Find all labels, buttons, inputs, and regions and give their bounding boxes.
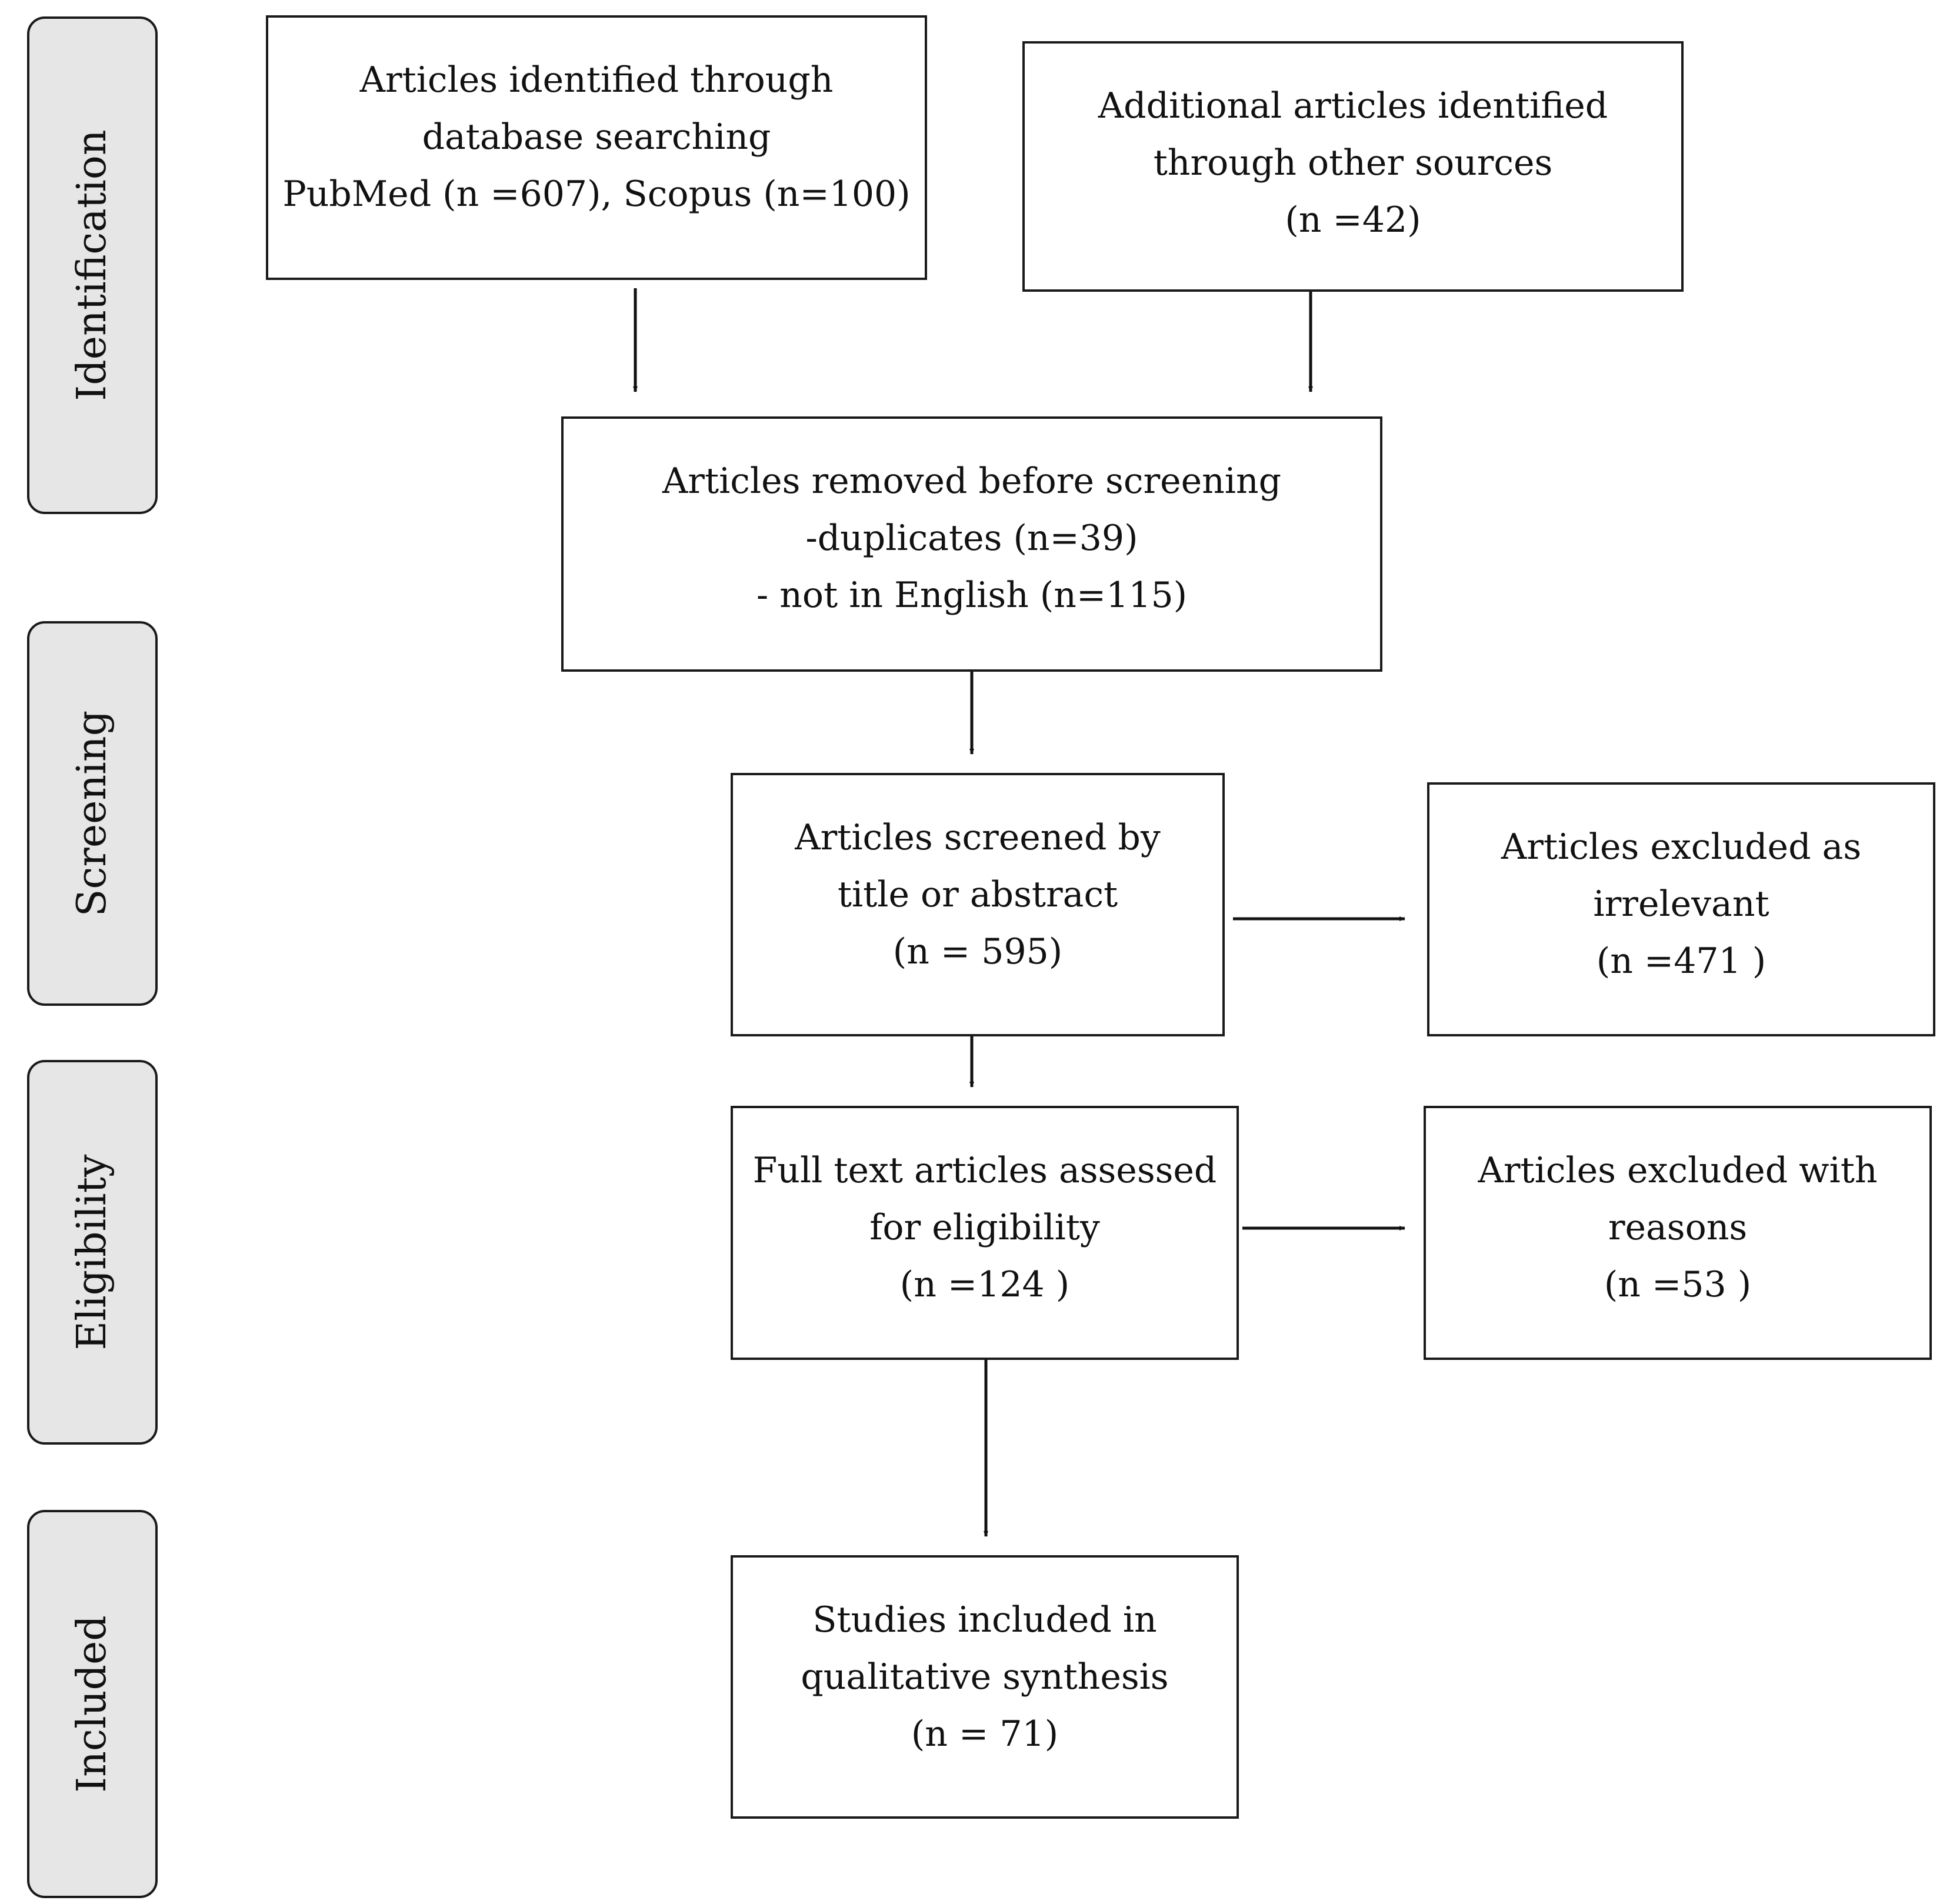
box-removed-before-screening: Articles removed before screening -dupli… — [561, 416, 1382, 672]
box-other-sources-line-1: Additional articles identified — [1098, 85, 1608, 126]
phase-screening: Screening — [27, 621, 158, 1006]
phase-included: Included — [27, 1510, 158, 1898]
box-excluded-reasons-line-3: (n =53 ) — [1604, 1264, 1752, 1305]
box-studies-included: Studies included in qualitative synthesi… — [731, 1555, 1239, 1819]
box-full-text-line-3: (n =124 ) — [899, 1264, 1070, 1305]
box-screened-line-2: title or abstract — [837, 874, 1118, 915]
box-removed-line-1: Articles removed before screening — [662, 461, 1282, 502]
box-other-sources-line-3: (n =42) — [1285, 199, 1421, 241]
box-other-sources: Additional articles identified through o… — [1022, 41, 1684, 292]
box-excluded-reasons-line-2: reasons — [1608, 1207, 1748, 1248]
phase-identification: Identification — [27, 16, 158, 514]
box-excluded-irrelevant-line-3: (n =471 ) — [1596, 941, 1767, 982]
box-database-search: Articles identified through database sea… — [266, 15, 927, 280]
box-database-line-3: PubMed (n =607), Scopus (n=100) — [282, 174, 911, 215]
box-excluded-reasons-line-1: Articles excluded with — [1478, 1150, 1878, 1191]
box-removed-line-3: - not in English (n=115) — [756, 575, 1188, 616]
box-excluded-irrelevant-line-2: irrelevant — [1593, 883, 1769, 925]
box-screened-line-3: (n = 595) — [892, 931, 1063, 972]
phase-eligibility: Eligibility — [27, 1060, 158, 1445]
box-database-line-2: database searching — [422, 116, 771, 158]
box-database-line-1: Articles identified through — [359, 59, 834, 101]
box-included-line-3: (n = 71) — [911, 1713, 1059, 1755]
box-included-line-2: qualitative synthesis — [801, 1656, 1169, 1698]
box-screened: Articles screened by title or abstract (… — [731, 773, 1225, 1036]
box-other-sources-line-2: through other sources — [1153, 142, 1553, 184]
box-removed-line-2: -duplicates (n=39) — [805, 518, 1138, 559]
box-included-line-1: Studies included in — [812, 1599, 1157, 1640]
box-excluded-irrelevant: Articles excluded as irrelevant (n =471 … — [1427, 782, 1935, 1036]
box-excluded-with-reasons: Articles excluded with reasons (n =53 ) — [1424, 1106, 1932, 1360]
box-screened-line-1: Articles screened by — [795, 817, 1161, 858]
box-full-text-line-1: Full text articles assessed — [752, 1150, 1217, 1191]
box-full-text-line-2: for eligibility — [869, 1207, 1100, 1248]
box-full-text-assessed: Full text articles assessed for eligibil… — [731, 1106, 1239, 1360]
box-excluded-irrelevant-line-1: Articles excluded as — [1501, 826, 1862, 868]
